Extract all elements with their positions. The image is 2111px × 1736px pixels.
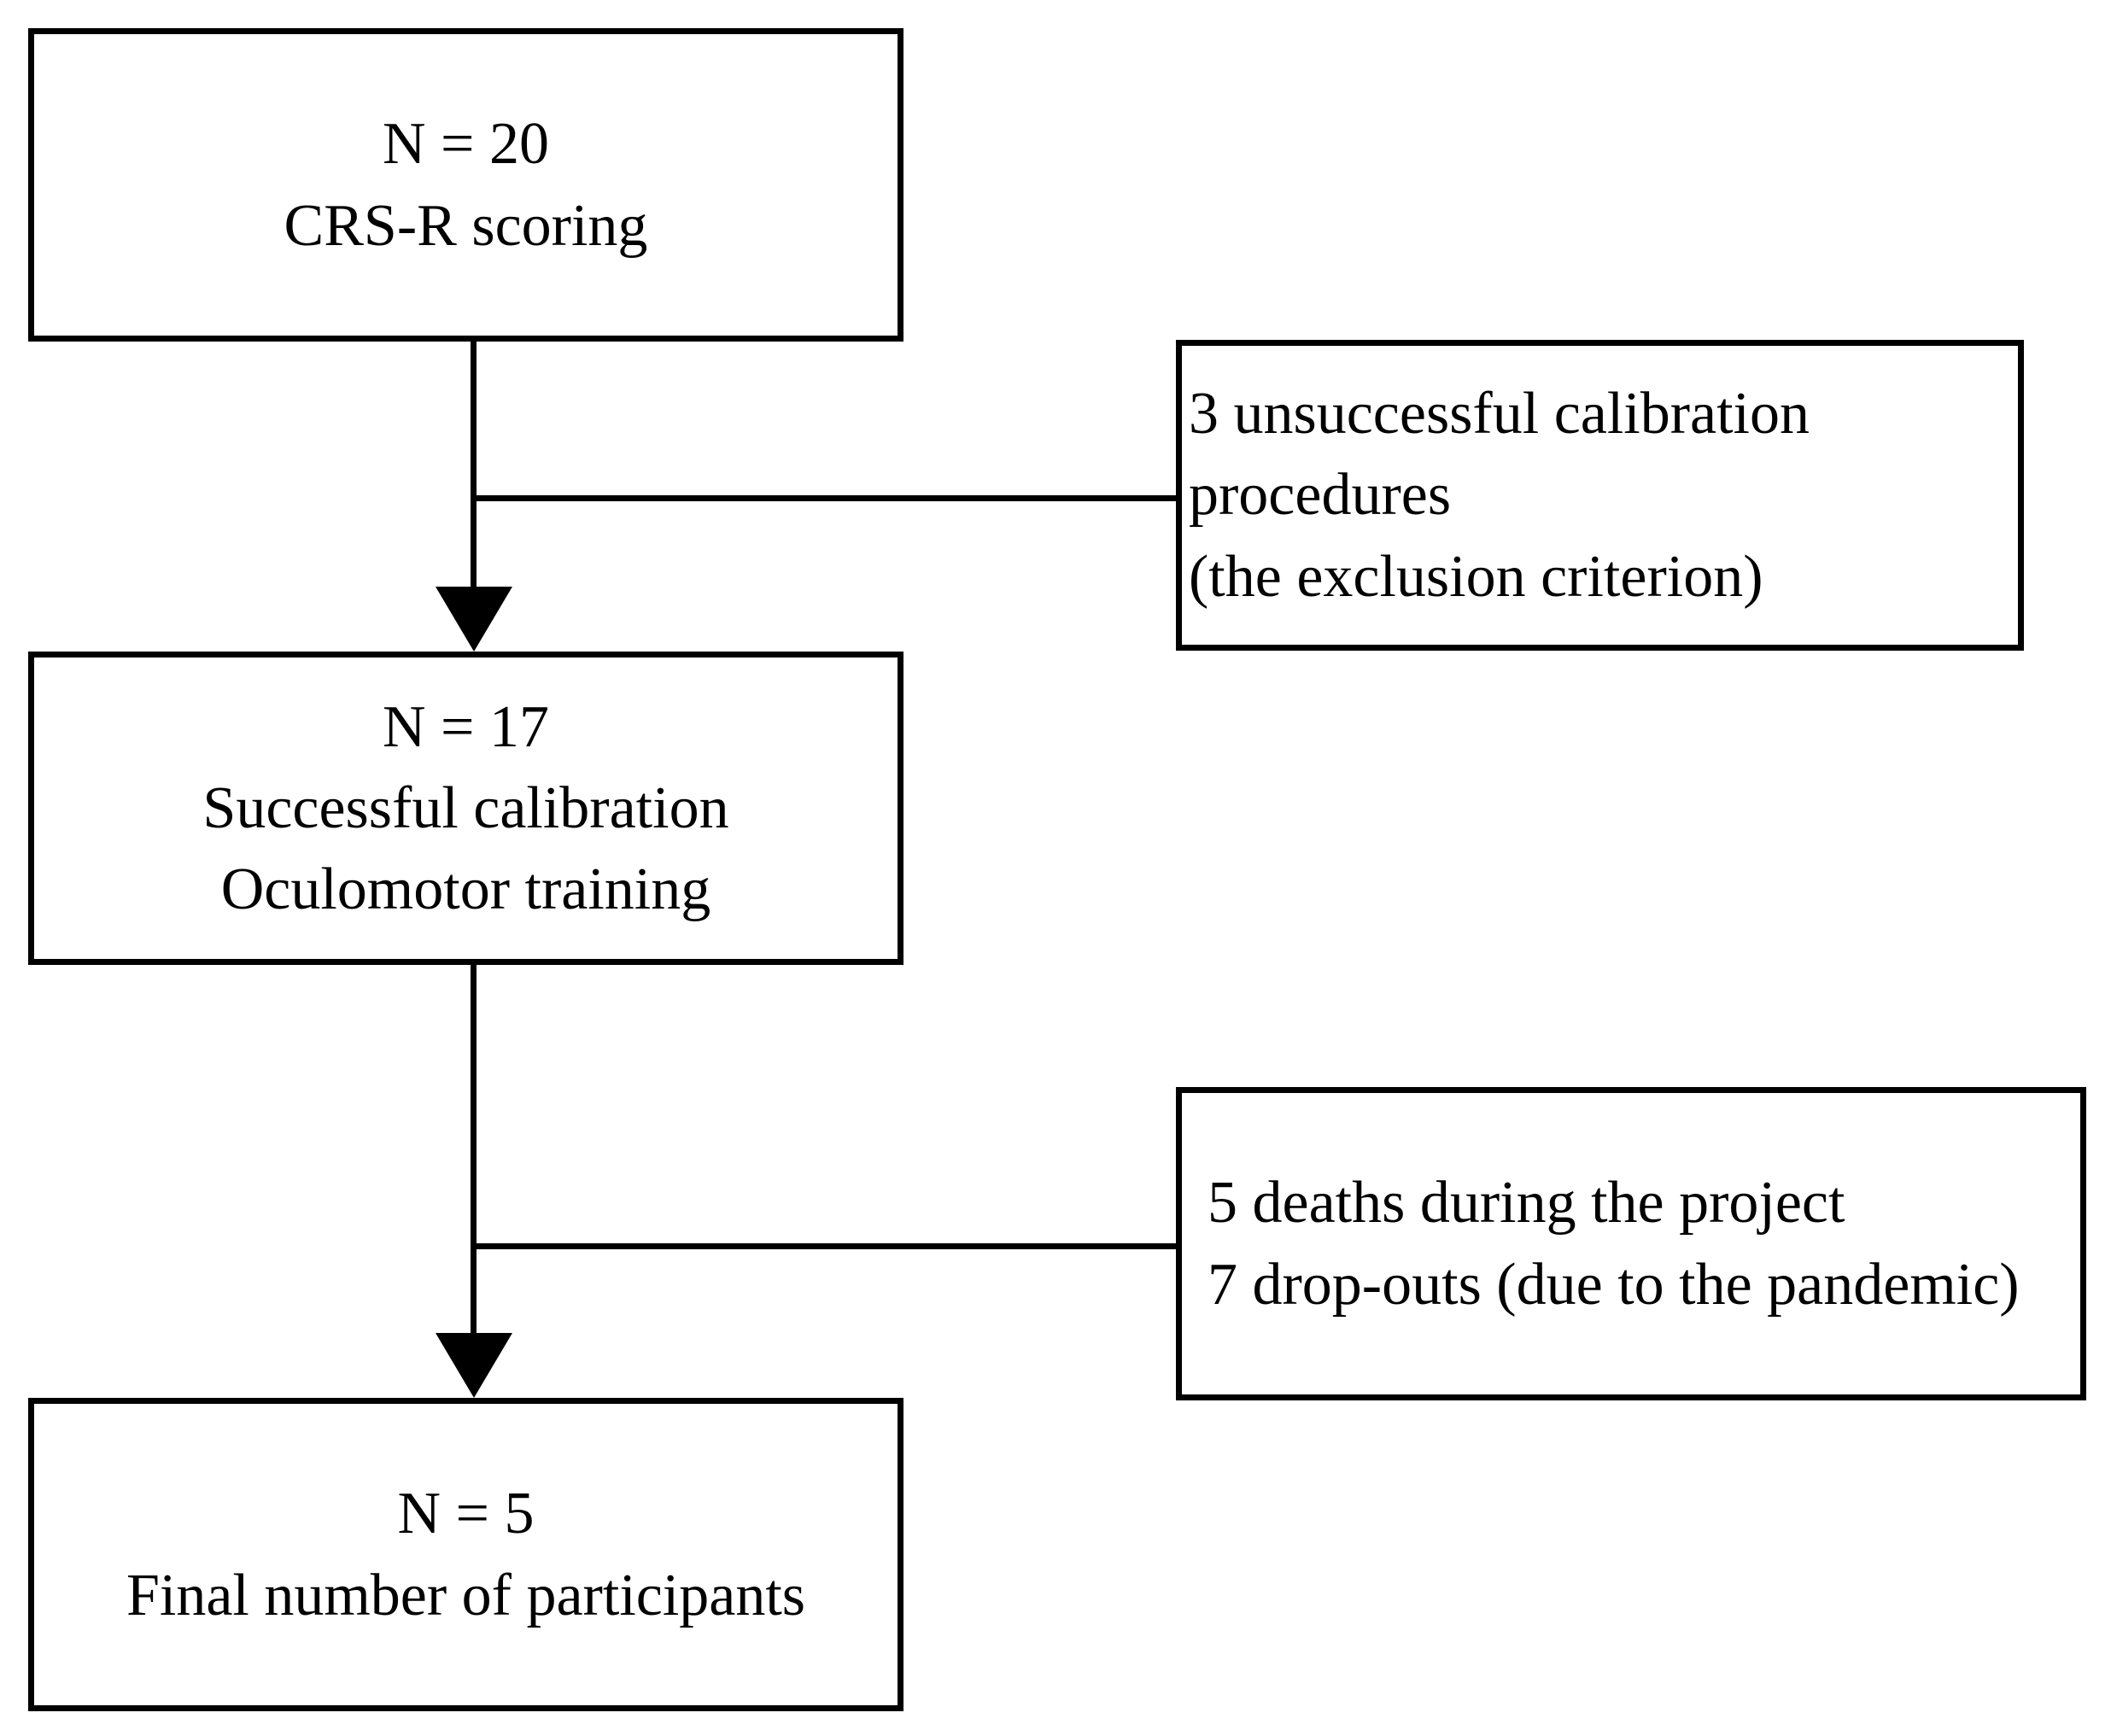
crsr-count-label: N = 20: [382, 111, 550, 178]
arrowhead-to-final-icon: [436, 1333, 512, 1398]
branch-line-to-attrition: [471, 1243, 1176, 1249]
final-count-label: N = 5: [397, 1481, 535, 1547]
node-successful-calibration: N = 17 Successful calibration Oculomotor…: [28, 652, 903, 965]
dropouts-label: 7 drop-outs (due to the pandemic): [1208, 1251, 2020, 1318]
node-crsr-scoring: N = 20 CRS-R scoring: [28, 28, 903, 342]
arrowhead-to-calibration-icon: [436, 587, 512, 652]
arrow-shaft-crsr-to-calibration: [471, 342, 477, 589]
node-attrition: 5 deaths during the project 7 drop-outs …: [1176, 1087, 2086, 1400]
oculomotor-training-label: Oculomotor training: [220, 856, 711, 923]
calibration-stage-label: Successful calibration: [202, 774, 729, 841]
exclusion-reason-label: 3 unsuccessful calibration procedures: [1189, 381, 1810, 529]
crsr-stage-label: CRS-R scoring: [284, 192, 648, 259]
node-final-participants: N = 5 Final number of participants: [28, 1398, 903, 1711]
branch-line-to-exclusion: [471, 495, 1176, 501]
exclusion-criterion-label: (the exclusion criterion): [1189, 543, 1763, 610]
calibration-count-label: N = 17: [382, 693, 550, 760]
arrow-shaft-calibration-to-final: [471, 965, 477, 1336]
final-stage-label: Final number of participants: [126, 1562, 806, 1628]
deaths-label: 5 deaths during the project: [1208, 1170, 1845, 1236]
node-exclusion: 3 unsuccessful calibration procedures (t…: [1176, 340, 2024, 651]
